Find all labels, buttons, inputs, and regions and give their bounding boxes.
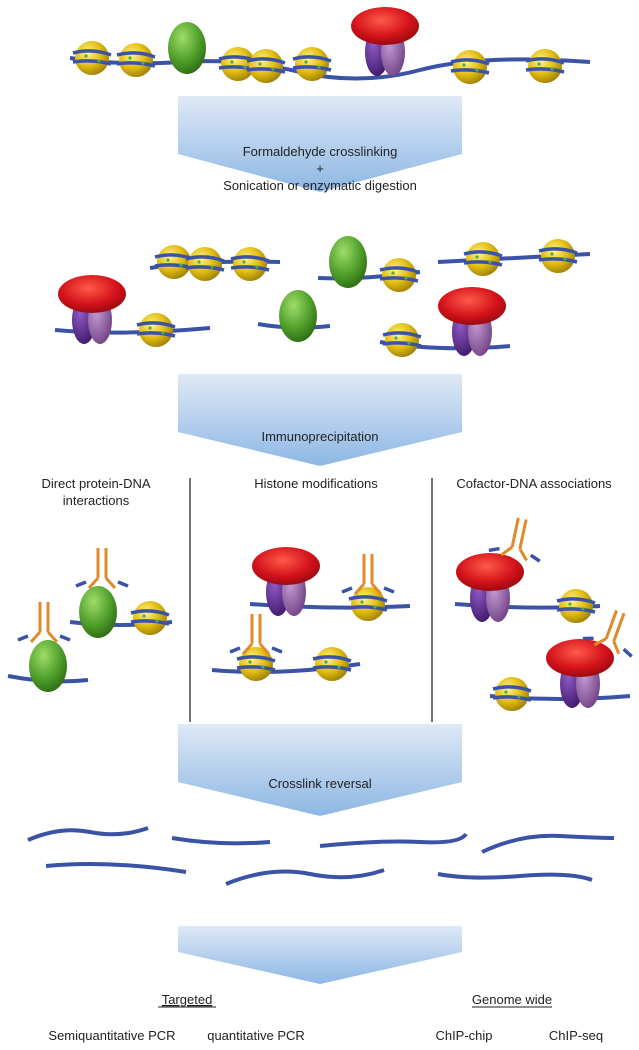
direct-label-line1: Direct protein-DNA	[41, 476, 150, 491]
step1-line2: Sonication or enzymatic digestion	[223, 178, 417, 193]
step3-label: Crosslink reversal	[268, 776, 371, 791]
direct-interaction-panel	[7, 546, 173, 692]
step1-plus: +	[316, 161, 324, 176]
step1-line1: Formaldehyde crosslinking	[243, 144, 398, 159]
qpcr-label: quantitative PCR	[207, 1028, 305, 1043]
cofactor-label: Cofactor-DNA associations	[456, 476, 612, 491]
arrow-crosslink-reversal: Crosslink reversal	[178, 724, 462, 816]
semi-pcr-label: Semiquantitative PCR	[48, 1028, 175, 1043]
targeted-heading: Targeted	[162, 992, 213, 1007]
arrow-crosslinking: Formaldehyde crosslinking + Sonication o…	[178, 96, 462, 193]
free-dna-fragments	[27, 826, 615, 886]
step2-label: Immunoprecipitation	[261, 429, 378, 444]
arrow-immunoprecipitation: Immunoprecipitation	[178, 374, 462, 466]
cofactor-panel	[454, 511, 639, 713]
chromatin-strand	[69, 7, 591, 86]
histone-modification-panel	[211, 547, 411, 683]
chromatin-fragments	[54, 236, 591, 359]
chip-seq-label: ChIP-seq	[549, 1028, 603, 1043]
arrow-analysis	[178, 926, 462, 984]
direct-label-line2: interactions	[63, 493, 130, 508]
genome-wide-heading: Genome wide	[472, 992, 552, 1007]
histone-label: Histone modifications	[254, 476, 378, 491]
chip-chip-label: ChIP-chip	[435, 1028, 492, 1043]
